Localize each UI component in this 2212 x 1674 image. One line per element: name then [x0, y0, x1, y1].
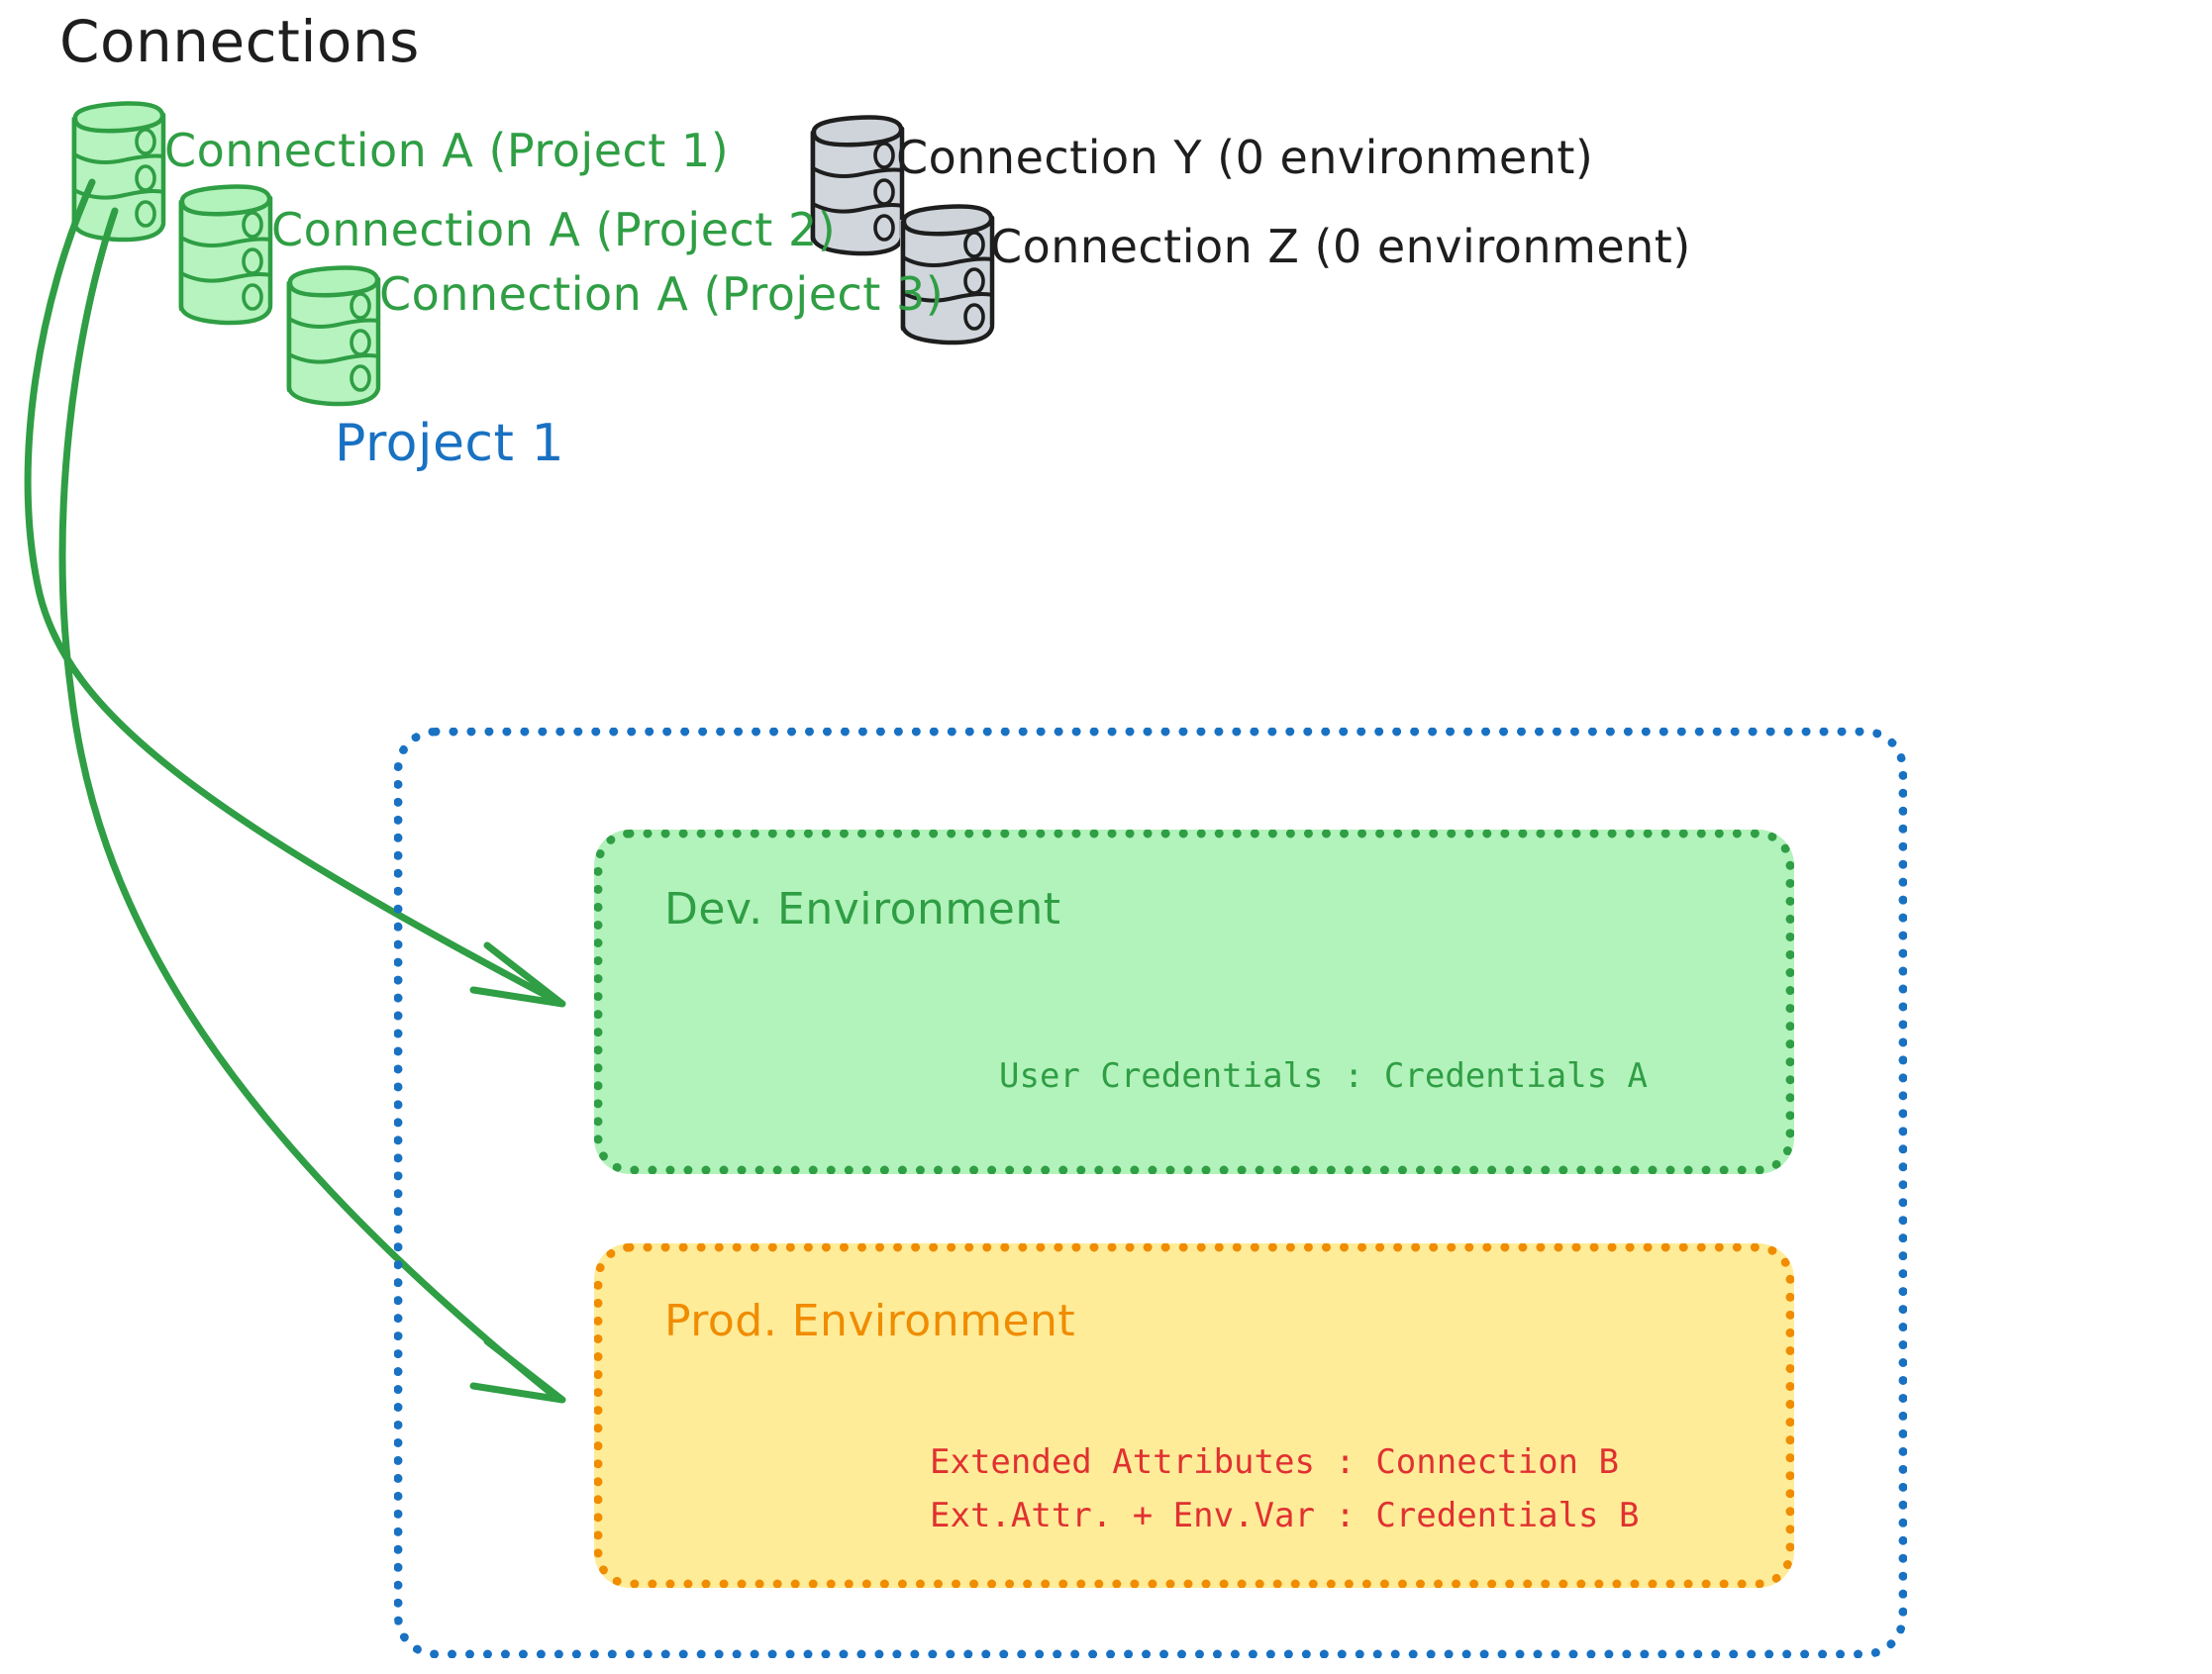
project-title: Project 1 — [335, 414, 565, 473]
dev-environment-box[interactable]: Dev. Environment User Credentials : Cred… — [594, 830, 1794, 1174]
prod-environment-row-0: Extended Attributes : Connection B — [930, 1442, 1619, 1482]
database-icon-conn-a-project-3[interactable] — [286, 267, 378, 404]
dev-environment-title: Dev. Environment — [664, 884, 1061, 935]
prod-environment-title: Prod. Environment — [664, 1296, 1076, 1346]
connection-label-conn-z[interactable]: Connection Z (0 environment) — [990, 220, 1691, 273]
connection-label-conn-a-project-2[interactable]: Connection A (Project 2) — [271, 203, 837, 256]
dev-environment-row-0: User Credentials : Credentials A — [999, 1056, 1649, 1096]
database-icon-conn-a-project-2[interactable] — [178, 186, 270, 323]
prod-environment-row-1: Ext.Attr. + Env.Var : Credentials B — [930, 1496, 1640, 1535]
database-icon-conn-a-project-1[interactable] — [71, 103, 163, 240]
project-container-box — [394, 728, 1907, 1658]
connection-label-conn-a-project-3[interactable]: Connection A (Project 3) — [379, 267, 945, 321]
connection-label-conn-y[interactable]: Connection Y (0 environment) — [896, 131, 1594, 184]
prod-environment-box[interactable]: Prod. Environment Extended Attributes : … — [594, 1243, 1794, 1588]
page-title: Connections — [59, 8, 420, 75]
connection-label-conn-a-project-1[interactable]: Connection A (Project 1) — [164, 124, 730, 177]
